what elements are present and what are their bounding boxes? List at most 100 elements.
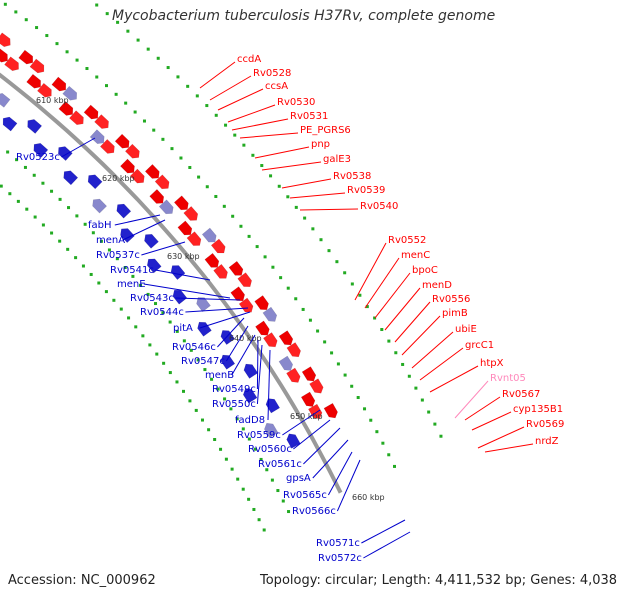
gc-dot xyxy=(91,231,95,235)
gc-dot xyxy=(375,430,379,434)
gc-dot xyxy=(356,396,360,400)
gene-arrow xyxy=(204,252,220,268)
gc-dot xyxy=(373,316,377,320)
forward-gene-block xyxy=(263,332,278,348)
gene-label-Rvnt05: Rvnt05 xyxy=(490,373,526,384)
gc-dot xyxy=(294,297,298,301)
gene-arrow xyxy=(149,189,165,204)
gene-label-Rv0561c: Rv0561c xyxy=(258,459,302,470)
forward-gene-block xyxy=(62,85,78,101)
gc-dot xyxy=(381,441,385,445)
forward-gene-block xyxy=(114,133,130,149)
gene-arrow xyxy=(116,203,132,219)
gene-arrow xyxy=(27,119,43,134)
gene-label-Rv0552: Rv0552 xyxy=(388,235,426,246)
gc-dot xyxy=(170,147,174,151)
gc-dot xyxy=(223,397,227,401)
forward-gene-block xyxy=(69,110,84,126)
forward-gene-block xyxy=(154,174,170,190)
gc-dot xyxy=(154,302,158,306)
gc-dot xyxy=(146,47,150,51)
gc-dot xyxy=(387,339,391,343)
backbone-line xyxy=(0,72,343,494)
gene-arrow xyxy=(124,143,140,159)
leader-line xyxy=(239,132,299,139)
gc-dot xyxy=(123,265,127,269)
leader-line xyxy=(363,531,411,559)
gene-label-nrdZ: nrdZ xyxy=(535,436,559,447)
scale-label: 620 kbp xyxy=(102,174,135,183)
reverse-gene-block xyxy=(92,198,108,214)
forward-gene-block xyxy=(323,402,338,419)
leader-line xyxy=(199,311,251,329)
gc-dot xyxy=(75,58,79,62)
gene-arrow xyxy=(146,258,162,274)
gc-dot xyxy=(134,325,138,329)
gene-arrow xyxy=(278,355,294,371)
gene-arrow xyxy=(172,289,188,305)
gc-dot xyxy=(195,94,199,98)
gene-label-Rv0550c: Rv0550c xyxy=(212,399,256,410)
gc-dot xyxy=(6,150,10,154)
leader-line xyxy=(217,317,245,348)
gc-dot xyxy=(308,318,312,322)
gene-arrow xyxy=(301,366,317,382)
forward-gene-block xyxy=(29,58,45,74)
leader-line xyxy=(282,409,321,436)
reverse-gene-block xyxy=(63,170,79,186)
gc-dot xyxy=(188,399,192,403)
gc-dot xyxy=(156,56,160,60)
forward-gene-block xyxy=(183,206,199,221)
gc-dot xyxy=(15,158,19,162)
gc-dot xyxy=(50,231,54,235)
gc-dot xyxy=(107,248,111,252)
leader-line xyxy=(384,287,421,331)
leader-line xyxy=(199,61,236,89)
gene-arrow xyxy=(201,227,217,243)
gc-dot xyxy=(112,298,116,302)
gene-arrow xyxy=(94,114,109,129)
gc-dot xyxy=(139,283,143,287)
gene-label-menD: menD xyxy=(422,280,452,291)
forward-gene-block xyxy=(173,195,189,211)
gc-dot xyxy=(286,286,290,290)
gc-dot xyxy=(281,499,285,503)
gc-dot xyxy=(196,358,200,362)
gene-label-Rv0569: Rv0569 xyxy=(526,419,564,430)
gene-arrow xyxy=(308,403,323,420)
gc-dot xyxy=(99,239,103,243)
leader-line xyxy=(354,242,387,301)
gc-dot xyxy=(168,371,172,375)
gc-dot xyxy=(276,489,280,493)
gc-dot xyxy=(241,427,245,431)
forward-gene-block xyxy=(254,295,269,311)
gc-dot xyxy=(41,181,45,185)
gene-label-Rv0559c: Rv0559c xyxy=(237,430,281,441)
forward-gene-block xyxy=(120,158,135,174)
gc-dot xyxy=(142,119,146,123)
gc-dot xyxy=(75,214,79,218)
gc-dot xyxy=(214,113,218,117)
gene-arrow xyxy=(89,129,105,145)
forward-gene-block xyxy=(26,73,41,89)
gc-dot xyxy=(104,290,108,294)
gc-dot xyxy=(336,362,340,366)
gene-arrow xyxy=(309,378,324,394)
forward-gene-block xyxy=(300,391,316,407)
gene-arrow xyxy=(230,286,245,302)
gc-dot xyxy=(271,265,275,269)
gc-dot xyxy=(294,205,298,209)
forward-gene-block xyxy=(83,104,99,120)
gene-arrow xyxy=(228,260,244,276)
reverse-gene-block xyxy=(264,422,279,439)
gene-label-Rv0567: Rv0567 xyxy=(502,389,540,400)
gene-label-pitA: pitA xyxy=(173,323,193,334)
leader-line xyxy=(477,426,525,449)
map-title: Mycobacterium tuberculosis H37Rv, comple… xyxy=(112,8,496,24)
gene-features xyxy=(0,32,338,449)
gene-label-menC: menC xyxy=(401,250,430,261)
gc-dot xyxy=(363,407,367,411)
gene-label-pnp: pnp xyxy=(311,139,330,150)
gc-dot xyxy=(162,361,166,365)
gene-arrow xyxy=(58,101,74,116)
